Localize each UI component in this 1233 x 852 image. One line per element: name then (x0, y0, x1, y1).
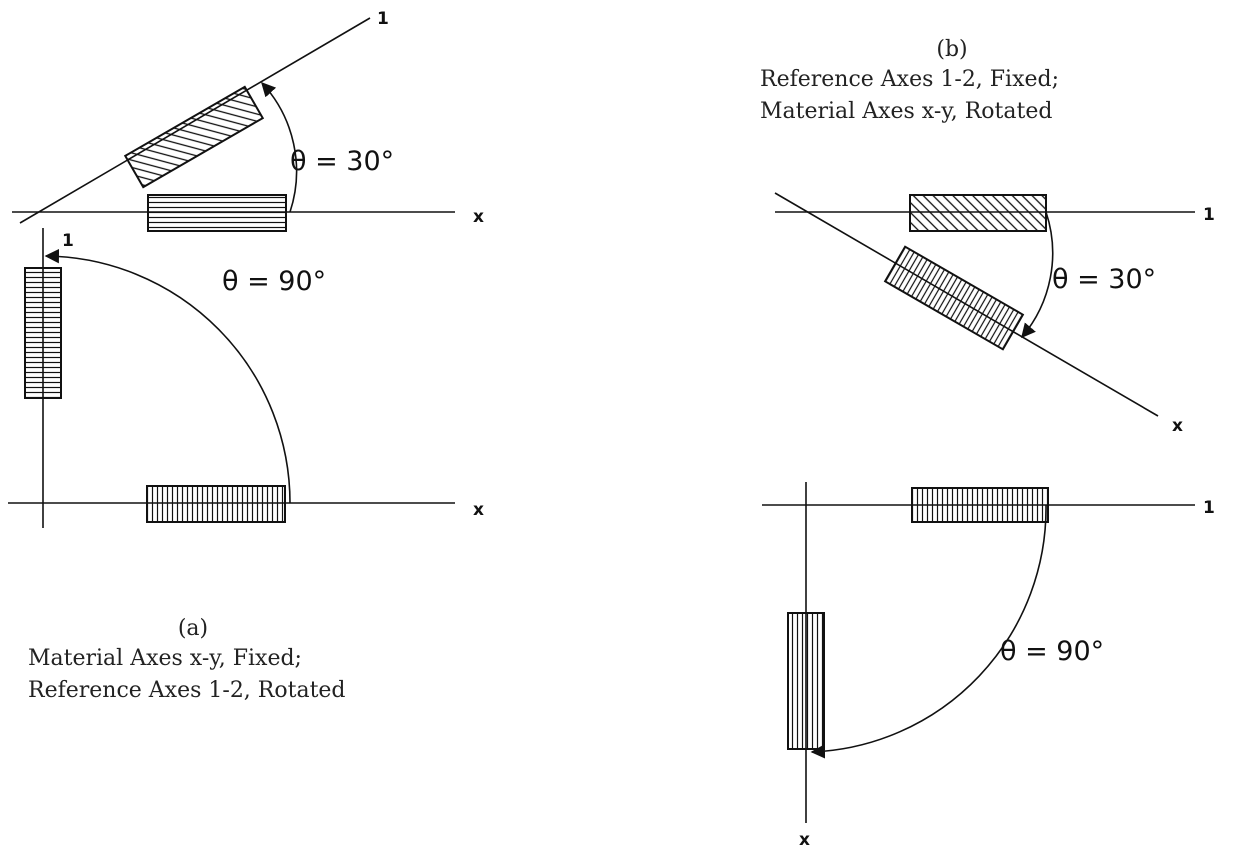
angle-arc (1021, 211, 1054, 339)
fiber-element (147, 194, 287, 232)
caption-tag: (b) (936, 37, 967, 62)
fiber-element-rotated (787, 612, 825, 750)
panel-b-bottom: 1 x θ = 90° (762, 482, 1215, 850)
axis-x-label: x (1172, 416, 1183, 436)
panel-b-top: 1 x θ = 30° (774, 192, 1215, 436)
fiber-element (146, 485, 286, 523)
panel-a-top: x 1 θ = 30° (12, 9, 484, 232)
fiber-element-rotated (883, 245, 1025, 351)
angle-label: θ = 30° (290, 146, 394, 177)
fiber-element (909, 194, 1047, 232)
axis-1-label: 1 (377, 9, 389, 29)
angle-label: θ = 90° (222, 266, 326, 297)
caption-tag: (a) (178, 616, 208, 641)
axis-x-label: x (473, 207, 484, 227)
panel-a: x 1 θ = 30° x 1 θ = 90° (a) Material Axe… (8, 9, 484, 703)
caption-line-1: Reference Axes 1-2, Fixed; (760, 67, 1059, 92)
caption-line-1: Material Axes x-y, Fixed; (28, 646, 302, 671)
angle-label: θ = 30° (1052, 264, 1156, 295)
angle-arc (810, 504, 1047, 759)
caption-line-2: Reference Axes 1-2, Rotated (28, 678, 346, 703)
axis-x-label: x (473, 500, 484, 520)
fiber-element-rotated (24, 267, 62, 399)
axis-1-label: 1 (1203, 498, 1215, 518)
caption-line-2: Material Axes x-y, Rotated (760, 99, 1052, 124)
axis-1-label: 1 (1203, 205, 1215, 225)
angle-arc (261, 81, 298, 213)
panel-a-bottom: x 1 θ = 90° (8, 228, 484, 528)
fiber-element-rotated (123, 85, 265, 189)
axis-1-label: 1 (62, 231, 74, 251)
axis-x-label: x (799, 830, 810, 850)
panel-b: (b) Reference Axes 1-2, Fixed; Material … (760, 37, 1215, 850)
angle-label: θ = 90° (1000, 636, 1104, 667)
angle-arc (44, 248, 291, 504)
fiber-element (911, 487, 1049, 523)
